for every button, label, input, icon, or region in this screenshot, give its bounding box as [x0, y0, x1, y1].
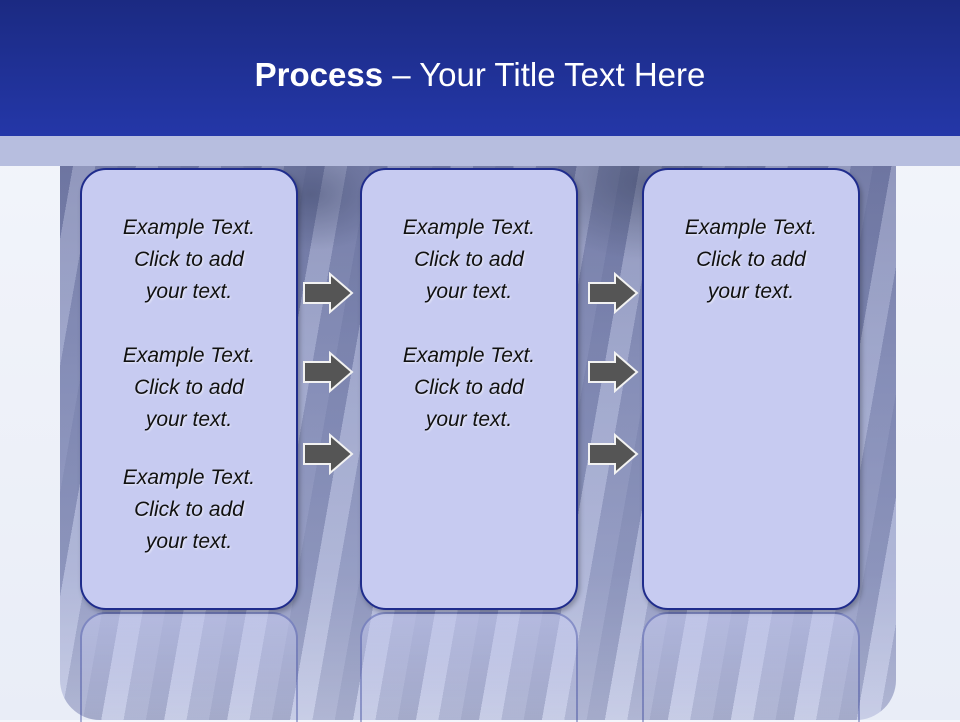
text-line: Click to add — [414, 376, 524, 399]
box-1-paragraph-2[interactable]: Example Text. Click to add your text. — [82, 340, 296, 436]
text-line: Example Text. — [684, 216, 818, 239]
box-2-paragraph-1[interactable]: Example Text. Click to add your text. — [362, 212, 576, 308]
right-arrow-icon — [588, 351, 639, 393]
text-line: Example Text. — [122, 344, 256, 367]
box-3-paragraph-1[interactable]: Example Text. Click to add your text. — [644, 212, 858, 308]
title-underband — [0, 136, 960, 166]
text-line: your text. — [145, 280, 233, 303]
text-line: your text. — [425, 280, 513, 303]
text-line: Example Text. — [402, 216, 536, 239]
slide-title[interactable]: Process – Your Title Text Here — [0, 52, 960, 98]
text-line: your text. — [707, 280, 795, 303]
text-line: Example Text. — [122, 466, 256, 489]
box-3-reflection — [642, 612, 860, 722]
box-1-paragraph-3[interactable]: Example Text. Click to add your text. — [82, 462, 296, 558]
box-1-paragraph-1[interactable]: Example Text. Click to add your text. — [82, 212, 296, 308]
text-line: Click to add — [134, 376, 244, 399]
box-1-reflection — [80, 612, 298, 722]
text-line: Click to add — [696, 248, 806, 271]
text-line: your text. — [145, 408, 233, 431]
process-box-3[interactable]: Example Text. Click to add your text. — [642, 168, 860, 610]
process-box-2[interactable]: Example Text. Click to add your text. Ex… — [360, 168, 578, 610]
text-line: Click to add — [414, 248, 524, 271]
right-arrow-icon — [303, 351, 354, 393]
text-line: your text. — [425, 408, 513, 431]
right-arrow-icon — [303, 272, 354, 314]
right-arrow-icon — [303, 433, 354, 475]
title-rest: – Your Title Text Here — [383, 56, 706, 93]
right-arrow-icon — [588, 272, 639, 314]
text-line: Click to add — [134, 498, 244, 521]
process-box-1[interactable]: Example Text. Click to add your text. Ex… — [80, 168, 298, 610]
text-line: Example Text. — [122, 216, 256, 239]
text-line: Click to add — [134, 248, 244, 271]
right-arrow-icon — [588, 433, 639, 475]
text-line: your text. — [145, 530, 233, 553]
title-bold: Process — [254, 56, 384, 93]
title-bar — [0, 0, 960, 136]
box-2-paragraph-2[interactable]: Example Text. Click to add your text. — [362, 340, 576, 436]
box-2-reflection — [360, 612, 578, 722]
text-line: Example Text. — [402, 344, 536, 367]
